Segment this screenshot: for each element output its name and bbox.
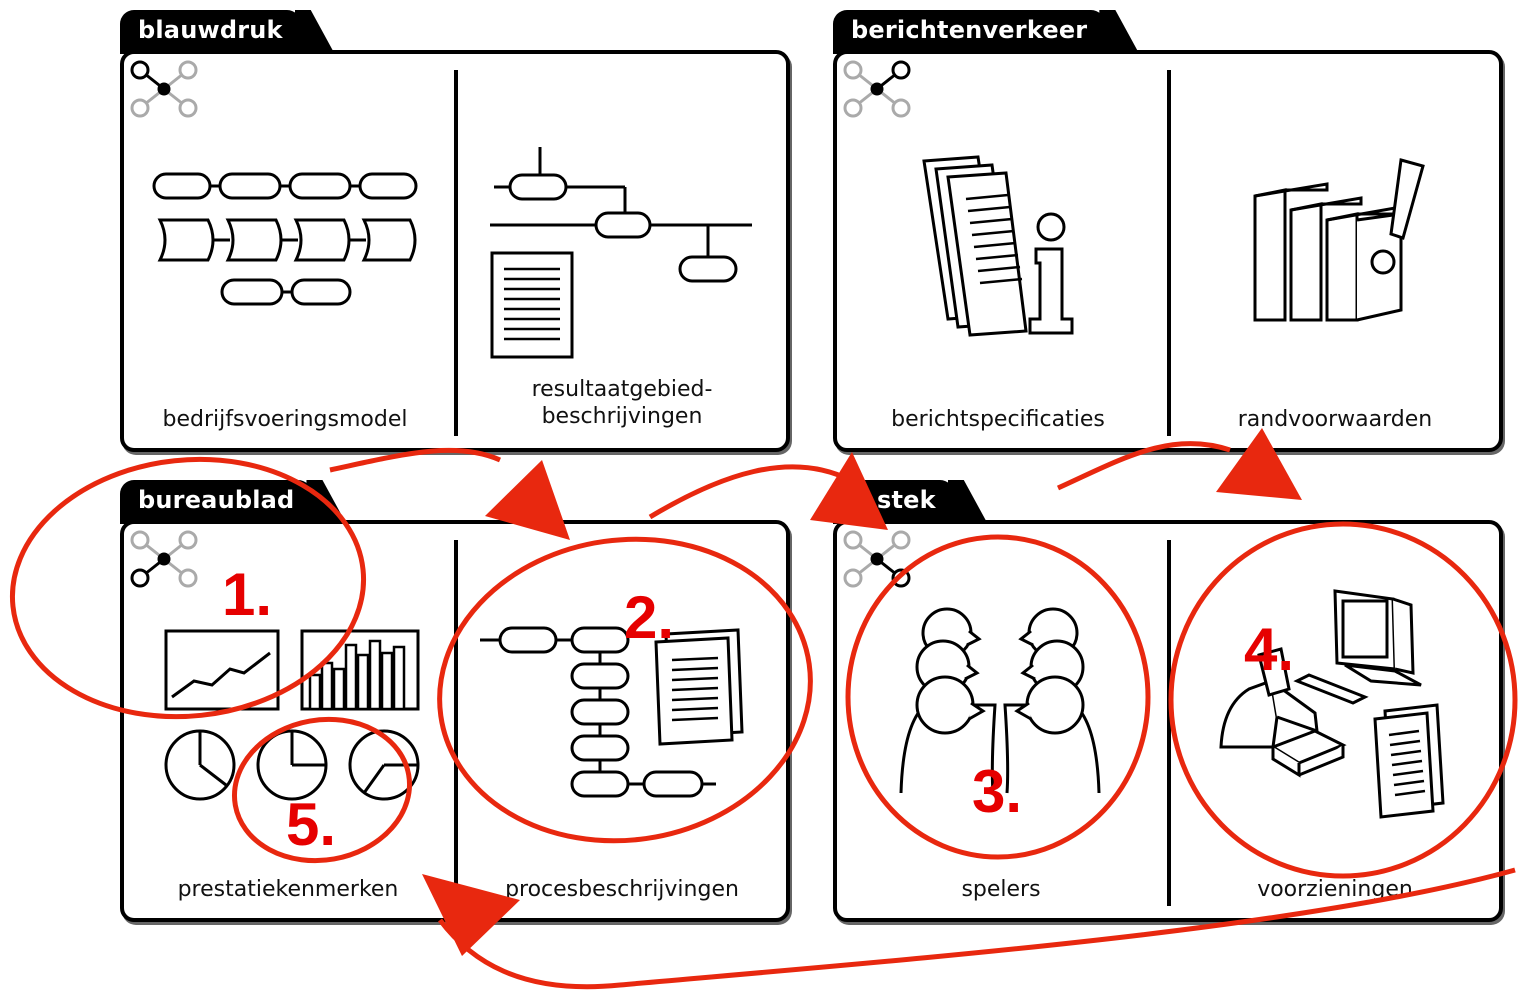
caption-randvoorwaarden: randvoorwaarden [1237,407,1433,432]
network-node-icon [843,530,911,588]
caption-bedrijfsvoeringsmodel: bedrijfsvoeringsmodel [162,407,408,432]
caption-prestatiekenmerken: prestatiekenmerken [177,877,399,902]
panel-blauwdruk: blauwdruk [120,10,790,452]
caption-procesbeschrijvingen: procesbeschrijvingen [505,877,739,902]
performance-charts-icon [164,629,420,801]
annotation-label-5: 5. [286,791,337,858]
caption-resultaatgebied: resultaatgebied- beschrijvingen [531,377,713,429]
panel-divider [454,540,458,906]
panel-tab-blauwdruk[interactable]: blauwdruk [120,10,301,54]
network-node-icon [130,530,198,588]
documents-info-icon [922,155,1074,337]
caption-spelers: spelers [961,877,1041,902]
annotation-label-2: 2. [624,584,675,651]
panel-divider [454,70,458,436]
panel-bureaublad: bureaublad [120,480,790,922]
panel-tab-berichtenverkeer[interactable]: berichtenverkeer [833,10,1106,54]
panel-tab-gereedschapskist[interactable]: stek [833,480,954,524]
arrow-1-to-2 [329,447,502,473]
network-node-icon [130,60,198,118]
results-area-diagram [490,147,752,359]
panel-tab-bureaublad[interactable]: bureaublad [120,480,313,524]
panel-divider [1167,540,1171,906]
annotation-label-4: 4. [1244,616,1295,683]
caption-voorzieningen: voorzieningen [1257,877,1413,902]
process-model-diagram [152,172,418,306]
annotation-label-3: 3. [972,758,1023,825]
panel-divider [1167,70,1171,436]
panel-berichtenverkeer: berichtenverkeer [833,10,1503,452]
annotation-label-1: 1. [222,561,273,628]
caption-berichtspecificaties: berichtspecificaties [891,407,1105,432]
panel-gereedschapskist: stek [833,480,1503,922]
network-node-icon [843,60,911,118]
binders-warning-icon [1253,158,1425,322]
